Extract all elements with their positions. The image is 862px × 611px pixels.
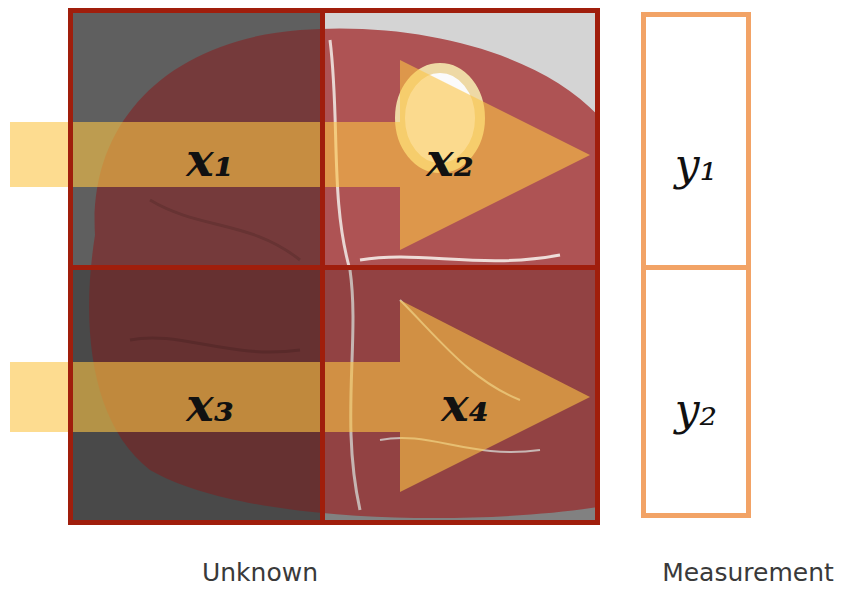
measurement-box: y₂ (641, 265, 751, 518)
variable-label: x₁ (186, 137, 234, 183)
caption-label: Measurement (662, 560, 834, 585)
variable-label: y₁ (675, 143, 718, 187)
grid-cell: x₃ (68, 265, 325, 525)
caption-label: Unknown (202, 560, 318, 585)
grid-cell: x₂ (320, 8, 600, 270)
measurement-box: y₁ (641, 12, 751, 270)
grid-cell: x₁ (68, 8, 325, 270)
variable-label: x₃ (186, 382, 234, 428)
grid-cell: x₄ (320, 265, 600, 525)
variable-label: x₂ (426, 137, 474, 183)
variable-label: y₂ (675, 388, 718, 432)
variable-label: x₄ (441, 382, 489, 428)
